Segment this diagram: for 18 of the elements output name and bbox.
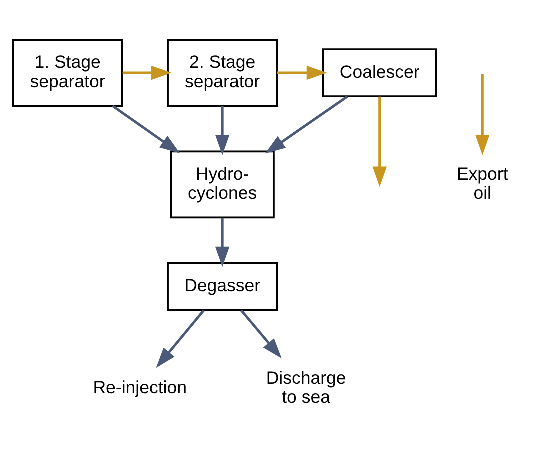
arrow bbox=[122, 66, 172, 80]
arrow bbox=[240, 310, 282, 359]
arrow bbox=[215, 106, 230, 156]
node-box: 2. Stage separator bbox=[167, 39, 278, 107]
node-text: Re-injection bbox=[93, 378, 187, 398]
node-box: Degasser bbox=[167, 262, 278, 312]
arrow bbox=[265, 96, 348, 154]
arrow bbox=[156, 310, 205, 368]
arrow bbox=[112, 105, 180, 154]
node-text: Export oil bbox=[456, 164, 508, 203]
node-text: Discharge to sea bbox=[266, 368, 346, 408]
arrow bbox=[372, 96, 387, 188]
node-box: Coalescer bbox=[322, 48, 438, 98]
node-box: Hydro- cyclones bbox=[170, 150, 275, 219]
node-box: 1. Stage separator bbox=[12, 39, 124, 107]
arrow bbox=[476, 74, 490, 156]
arrow bbox=[215, 218, 230, 268]
arrow bbox=[277, 66, 328, 80]
